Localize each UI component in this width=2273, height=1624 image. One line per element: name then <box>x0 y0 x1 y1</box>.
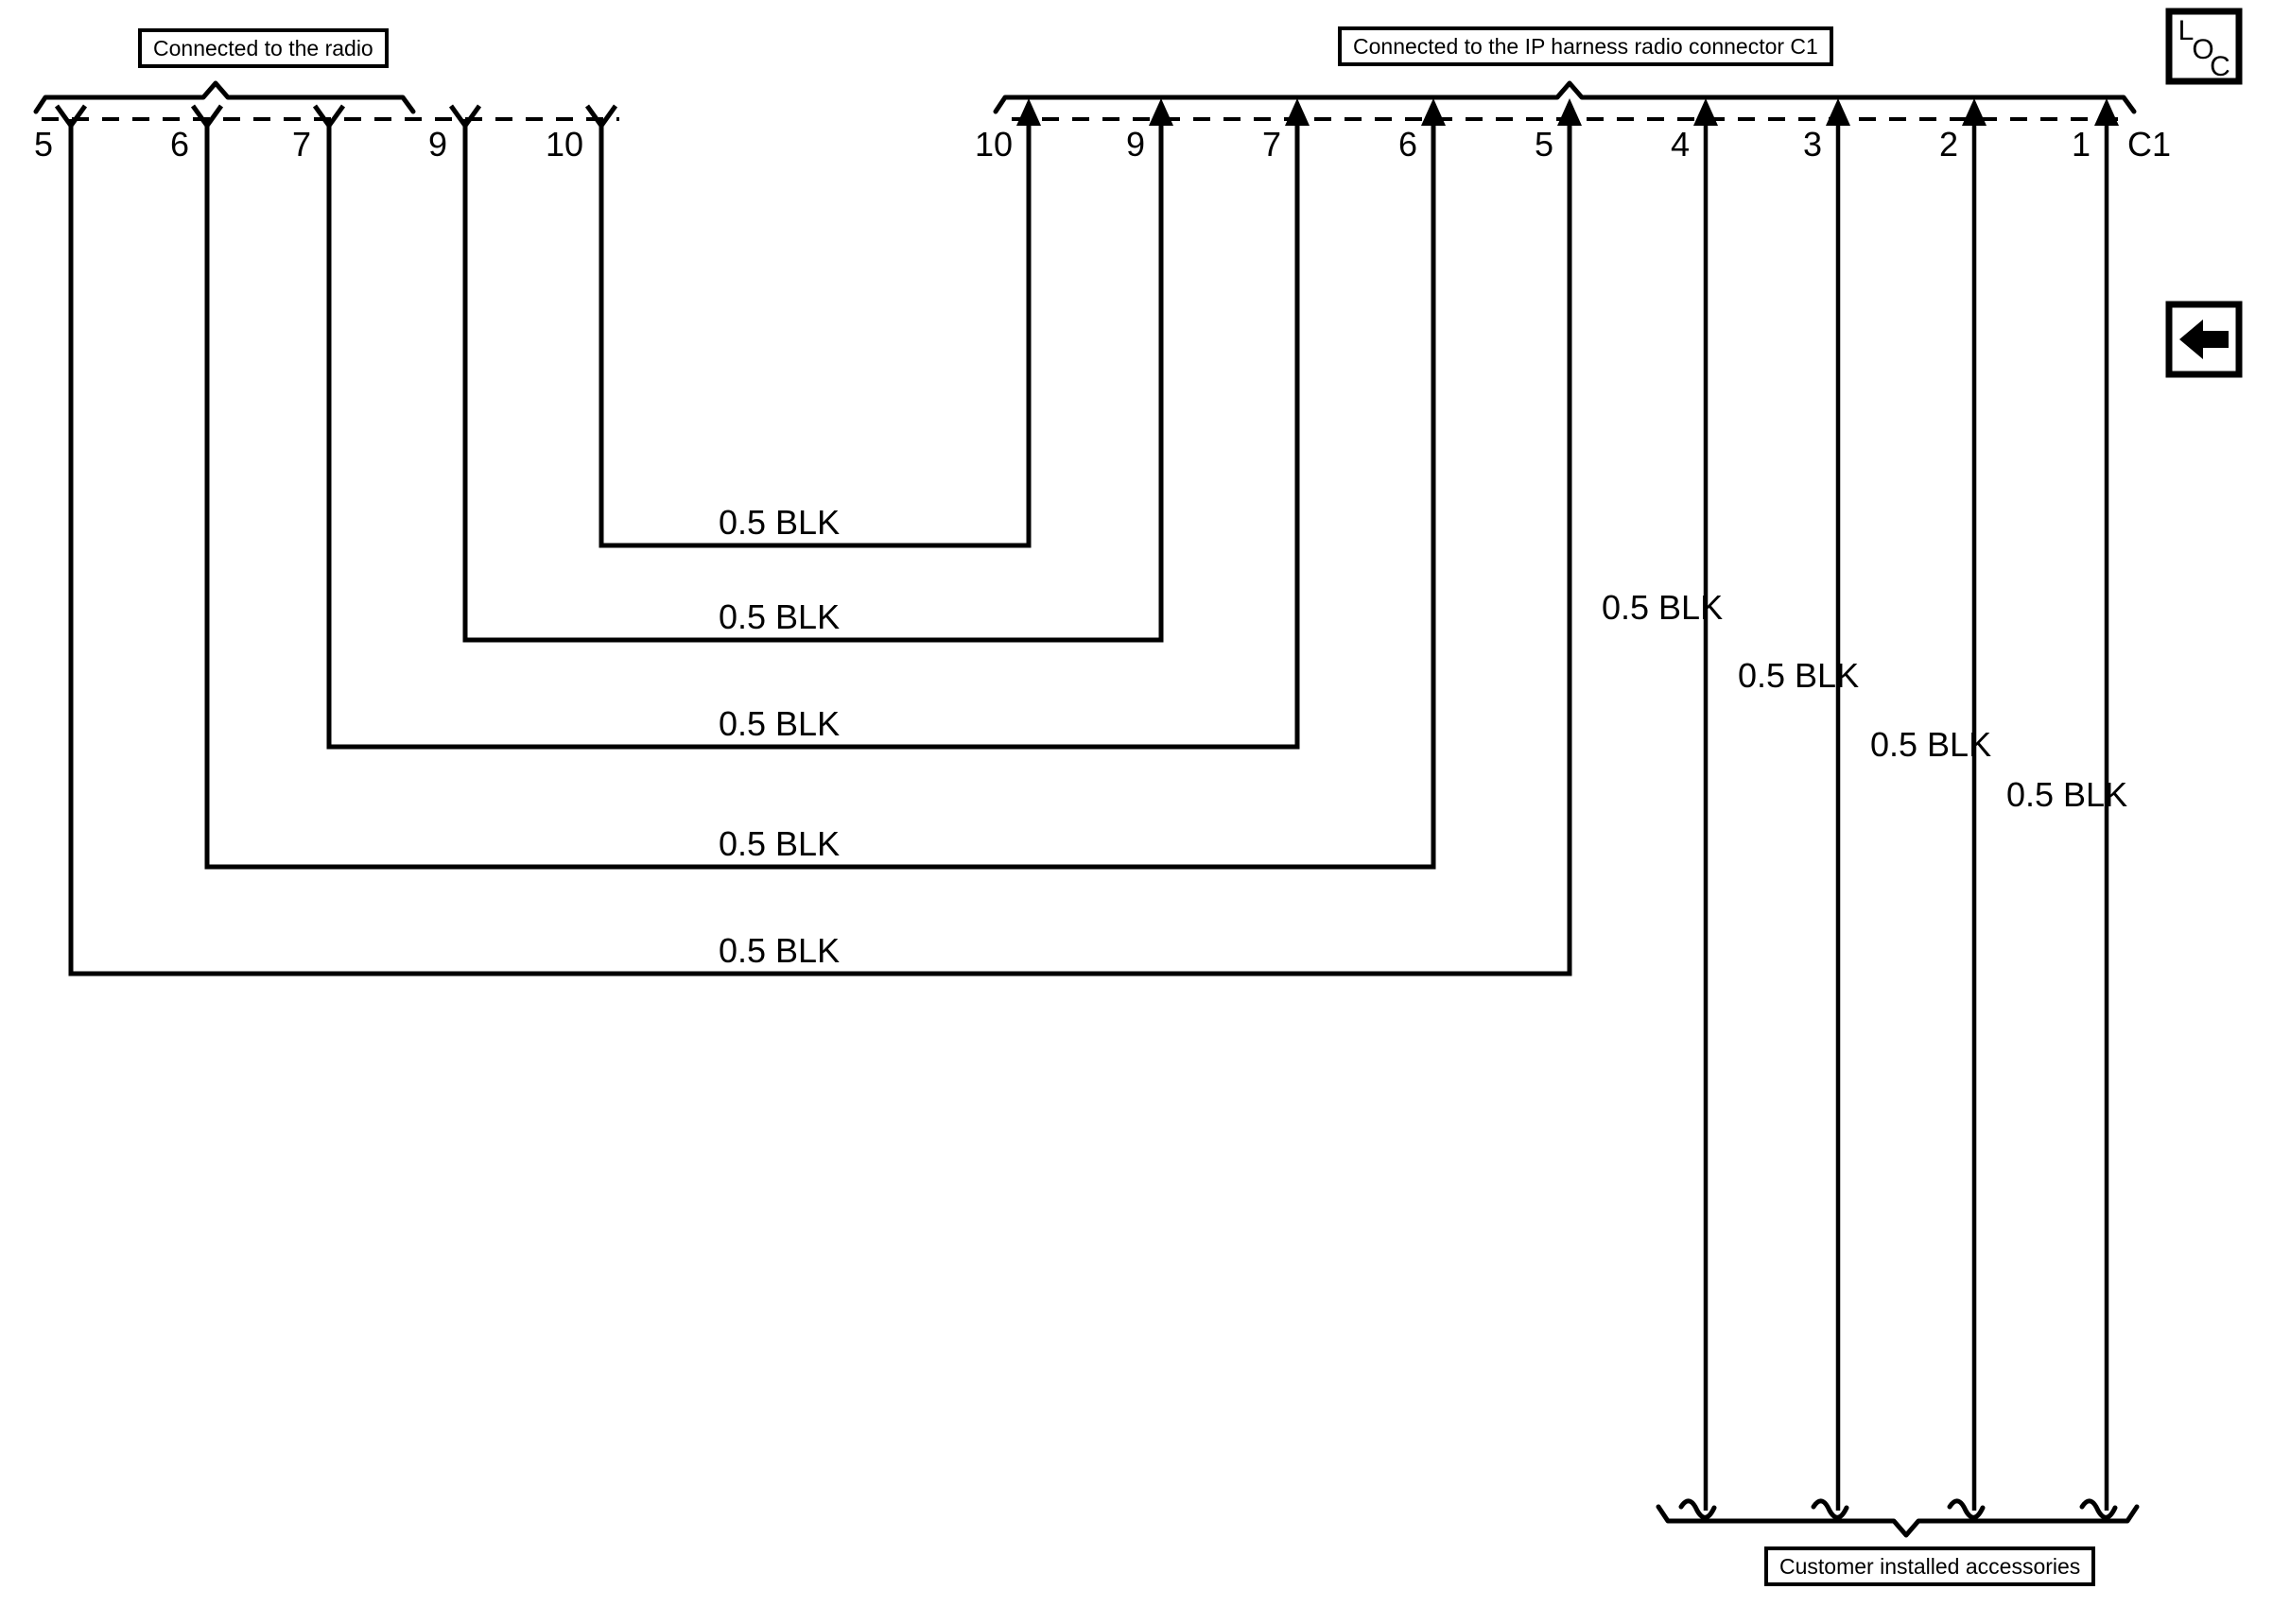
wire-9-to-9 <box>462 119 1164 643</box>
right-terminal-arrow-7 <box>1285 98 1310 126</box>
loc-letter-c: C <box>2210 51 2230 82</box>
wire-label-9-to-9: 0.5 BLK <box>719 597 840 636</box>
bottom-group-caption-box: Customer installed accessories <box>1764 1546 2096 1586</box>
u-wire-group <box>68 119 1572 976</box>
wire-label-pin-2: 0.5 BLK <box>2006 775 2127 814</box>
wire-10-to-10 <box>599 119 1032 548</box>
loc-badge[interactable]: L O C <box>2165 8 2243 85</box>
left-group-caption-box: Connected to the radio <box>138 28 389 68</box>
wire-break-symbol-3 <box>1811 1498 1849 1520</box>
right-group-brace <box>993 80 2137 114</box>
right-terminal-arrow-4 <box>1693 98 1718 126</box>
wire-label-pin-3: 0.5 BLK <box>1870 725 1991 764</box>
left-pin-label-7: 7 <box>292 125 311 164</box>
right-pin-label-6: 6 <box>1398 125 1417 164</box>
right-terminal-arrow-10 <box>1016 98 1041 126</box>
accessory-wire-group <box>1703 119 2109 1511</box>
left-pin-label-6: 6 <box>170 125 189 164</box>
wire-break-symbol-4 <box>1678 1498 1717 1520</box>
right-connector-group: 10 9 7 6 5 4 3 2 1 C1 <box>975 80 2171 164</box>
right-terminal-arrow-5 <box>1557 98 1582 126</box>
wire-6-to-6 <box>204 119 1436 870</box>
wire-label-7-to-7: 0.5 BLK <box>719 704 840 743</box>
right-terminal-arrow-1 <box>2094 98 2119 126</box>
left-group-caption-text: Connected to the radio <box>153 36 373 60</box>
direction-badge[interactable] <box>2165 301 2243 378</box>
connector-name-c1: C1 <box>2127 125 2171 164</box>
vertical-wire-labels: 0.5 BLK 0.5 BLK 0.5 BLK 0.5 BLK <box>1602 588 2127 814</box>
wire-label-10-to-10: 0.5 BLK <box>719 503 840 542</box>
right-group-caption-text: Connected to the IP harness radio connec… <box>1353 34 1818 59</box>
bottom-accessory-group <box>1656 1498 2140 1538</box>
right-terminal-arrow-3 <box>1826 98 1850 126</box>
wire-break-symbol-2 <box>1947 1498 1986 1520</box>
wire-5-to-5 <box>68 119 1572 976</box>
arrow-left-icon <box>2179 320 2229 359</box>
right-pin-label-7: 7 <box>1262 125 1281 164</box>
left-pin-label-9: 9 <box>428 125 447 164</box>
wire-label-5-to-5: 0.5 BLK <box>719 931 840 970</box>
wire-break-symbol-1 <box>2079 1498 2118 1520</box>
wire-7-to-7 <box>326 119 1300 750</box>
right-pin-label-2: 2 <box>1939 125 1958 164</box>
wire-label-pin-4: 0.5 BLK <box>1738 656 1859 695</box>
right-pin-label-3: 3 <box>1803 125 1822 164</box>
bottom-group-caption-text: Customer installed accessories <box>1779 1554 2081 1579</box>
u-wire-labels: 0.5 BLK 0.5 BLK 0.5 BLK 0.5 BLK 0.5 BLK <box>719 503 840 970</box>
left-pin-label-10: 10 <box>546 125 583 164</box>
loc-letter-l: L <box>2178 15 2195 46</box>
right-terminal-arrow-6 <box>1421 98 1446 126</box>
loc-letter-o: O <box>2192 34 2213 65</box>
right-pin-label-9: 9 <box>1126 125 1145 164</box>
right-pin-label-10: 10 <box>975 125 1013 164</box>
bottom-group-brace <box>1656 1504 2140 1538</box>
right-pin-label-5: 5 <box>1535 125 1553 164</box>
wire-label-pin-5: 0.5 BLK <box>1602 588 1723 627</box>
right-group-caption-box: Connected to the IP harness radio connec… <box>1338 26 1833 66</box>
left-group-brace <box>33 80 416 114</box>
right-pin-label-4: 4 <box>1671 125 1690 164</box>
left-connector-group: 5 6 7 9 10 <box>33 80 619 164</box>
right-pin-label-1: 1 <box>2072 125 2091 164</box>
wire-label-6-to-6: 0.5 BLK <box>719 824 840 863</box>
left-pin-label-5: 5 <box>34 125 53 164</box>
right-terminal-arrow-2 <box>1962 98 1987 126</box>
right-terminal-arrow-9 <box>1149 98 1173 126</box>
loc-badge-box <box>2165 8 2243 85</box>
